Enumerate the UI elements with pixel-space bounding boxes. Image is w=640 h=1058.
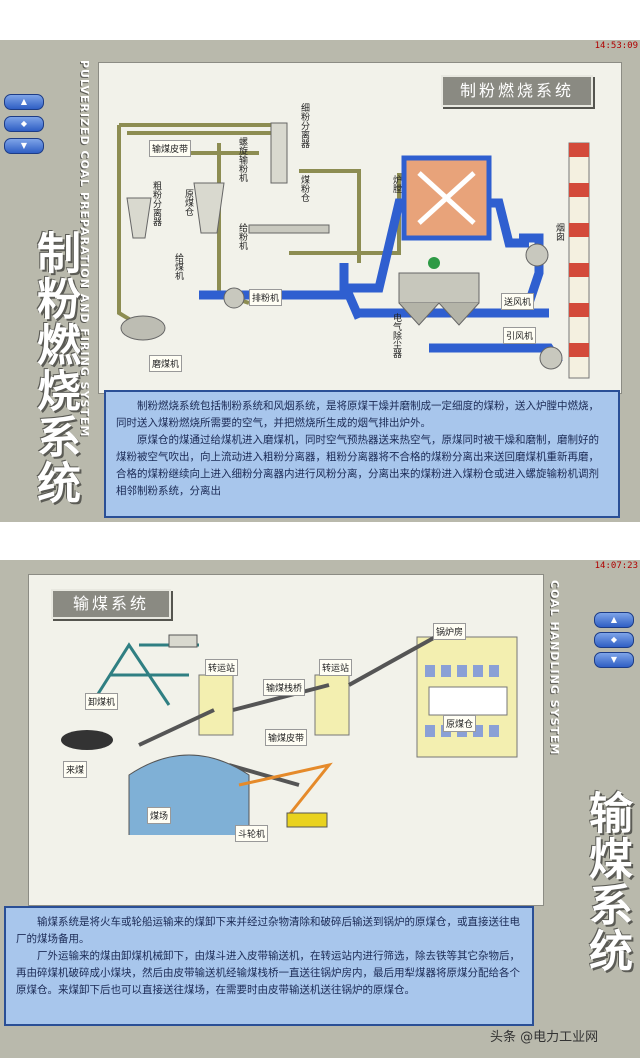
induced-fan-shape bbox=[539, 346, 563, 370]
vertical-title-1: 制粉燃烧系统 bbox=[29, 230, 80, 506]
label-powder-feeder: 给粉机 bbox=[237, 223, 247, 250]
bucket-wheel-vehicle bbox=[286, 812, 328, 828]
label-transfer-station-1: 转运站 bbox=[205, 659, 239, 676]
section-title-1: 制粉燃烧系统 bbox=[441, 75, 593, 107]
panel-pulverized-coal: 14:53:09 ▲ ◆ ▼ 制粉燃烧系统 PULVERIZED COAL PR… bbox=[0, 40, 640, 522]
diagram-area-1: 制粉燃烧系统 bbox=[98, 62, 622, 394]
coal-firing-schematic bbox=[117, 122, 590, 379]
pipe-to-burner bbox=[299, 169, 361, 263]
crane-cab bbox=[168, 634, 198, 648]
label-pulverized-bin: 煤粉仓 bbox=[299, 175, 309, 202]
description-paragraph: 输煤系统是将火车或轮船运输来的煤卸下来并经过杂物清除和破碎后输送到锅炉的原煤仓，… bbox=[16, 916, 520, 945]
nav-down-button[interactable]: ▼ bbox=[594, 652, 634, 668]
label-unloader: 卸煤机 bbox=[85, 693, 119, 710]
burner-junction bbox=[428, 257, 440, 269]
label-boiler-house: 锅炉房 bbox=[433, 623, 467, 640]
coal-pile bbox=[61, 730, 113, 750]
transfer-station-2-shape bbox=[314, 674, 350, 736]
label-transfer-station-2: 转运站 bbox=[319, 659, 353, 676]
clock-2: 14:07:23 bbox=[594, 561, 638, 571]
diagram-area-2: 输煤系统 bbox=[28, 574, 544, 906]
vertical-subtitle-1: PULVERIZED COAL PREPARATION AND FIRING S… bbox=[78, 60, 91, 438]
description-box-1: 制粉燃烧系统包括制粉系统和风烟系统，是将原煤干燥并磨制成一定细度的煤粉，送入炉膛… bbox=[104, 390, 620, 518]
duct-to-stack bbox=[429, 343, 563, 366]
label-induced-fan: 引风机 bbox=[503, 327, 537, 344]
label-coal-in: 来煤 bbox=[63, 761, 88, 778]
label-coal-belt: 输煤皮带 bbox=[149, 140, 192, 157]
label-forced-fan: 送风机 bbox=[501, 293, 535, 310]
label-feeder: 给煤机 bbox=[173, 253, 183, 280]
label-belt: 输煤皮带 bbox=[265, 729, 308, 746]
nav-up-button[interactable]: ▲ bbox=[4, 94, 44, 110]
coarse-separator-shape bbox=[126, 197, 152, 239]
furnace-flame bbox=[417, 171, 476, 225]
label-precipitator: 电气除尘器 bbox=[391, 313, 401, 358]
panel-coal-handling: 14:07:23 ▲ ◆ ▼ COAL HANDLING SYSTEM 输煤系统… bbox=[0, 560, 640, 1058]
transfer-station-1-shape bbox=[198, 674, 234, 736]
nav-mid-button[interactable]: ◆ bbox=[4, 116, 44, 132]
exhauster-shape bbox=[223, 287, 245, 309]
spiral-conveyor-shape bbox=[248, 224, 330, 234]
vertical-subtitle-2: COAL HANDLING SYSTEM bbox=[548, 580, 561, 756]
bunker-bay bbox=[428, 686, 508, 716]
description-paragraph: 厂外运输来的煤由卸煤机械卸下，由煤斗进入皮带输送机，在转运站内进行筛选，除去铁等… bbox=[16, 950, 520, 996]
bucket-wheel-arm bbox=[238, 762, 333, 816]
label-raw-bunker: 原煤仓 bbox=[183, 189, 193, 216]
label-furnace: 炉膛 bbox=[391, 175, 401, 193]
label-chimney: 烟囱 bbox=[554, 223, 564, 241]
label-fine-separator: 细粉分离器 bbox=[299, 103, 309, 148]
watermark: 头条 @电力工业网 bbox=[490, 1030, 599, 1045]
precipitator-hoppers bbox=[398, 302, 480, 326]
conveyor-3 bbox=[348, 633, 440, 687]
label-bucket-wheel: 斗轮机 bbox=[235, 825, 269, 842]
nav-down-button[interactable]: ▼ bbox=[4, 138, 44, 154]
section-title-2: 输煤系统 bbox=[51, 589, 171, 619]
raw-bunker-shape bbox=[193, 182, 225, 234]
conveyor-1 bbox=[138, 708, 215, 747]
forced-fan-shape bbox=[525, 243, 549, 267]
label-raw-bunker: 原煤仓 bbox=[443, 715, 477, 732]
furnace-box bbox=[401, 155, 492, 241]
mill-shape bbox=[120, 315, 166, 341]
fine-separator-shape bbox=[270, 122, 288, 184]
conveyor-2 bbox=[232, 683, 330, 712]
description-box-2: 输煤系统是将火车或轮船运输来的煤卸下来并经过杂物清除和破碎后输送到锅炉的原煤仓，… bbox=[4, 906, 534, 1026]
pipe-top bbox=[119, 123, 281, 153]
label-coarse-separator: 粗粉分离器 bbox=[151, 181, 161, 226]
conveyor-yard bbox=[228, 763, 300, 787]
description-paragraph: 制粉燃烧系统包括制粉系统和风烟系统，是将原煤干燥并磨制成一定细度的煤粉，送入炉膛… bbox=[116, 400, 599, 429]
clock-1: 14:53:09 bbox=[594, 41, 638, 51]
label-mill: 磨煤机 bbox=[149, 355, 183, 372]
vertical-title-2: 输煤系统 bbox=[581, 790, 632, 974]
chimney-shape bbox=[568, 142, 590, 379]
label-exhauster: 排粉机 bbox=[249, 289, 283, 306]
nav-up-button[interactable]: ▲ bbox=[594, 612, 634, 628]
coal-handling-schematic bbox=[61, 633, 518, 835]
label-coal-yard: 煤场 bbox=[147, 807, 172, 824]
description-paragraph: 原煤仓的煤通过给煤机进入磨煤机，同时空气预热器送来热空气，原煤同时被干燥和磨制，… bbox=[116, 434, 599, 497]
nav-mid-button[interactable]: ◆ bbox=[594, 632, 634, 648]
label-spiral-conveyor: 螺旋输粉机 bbox=[237, 137, 247, 182]
precipitator-body bbox=[398, 272, 480, 304]
label-trestle: 输煤栈桥 bbox=[263, 679, 306, 696]
